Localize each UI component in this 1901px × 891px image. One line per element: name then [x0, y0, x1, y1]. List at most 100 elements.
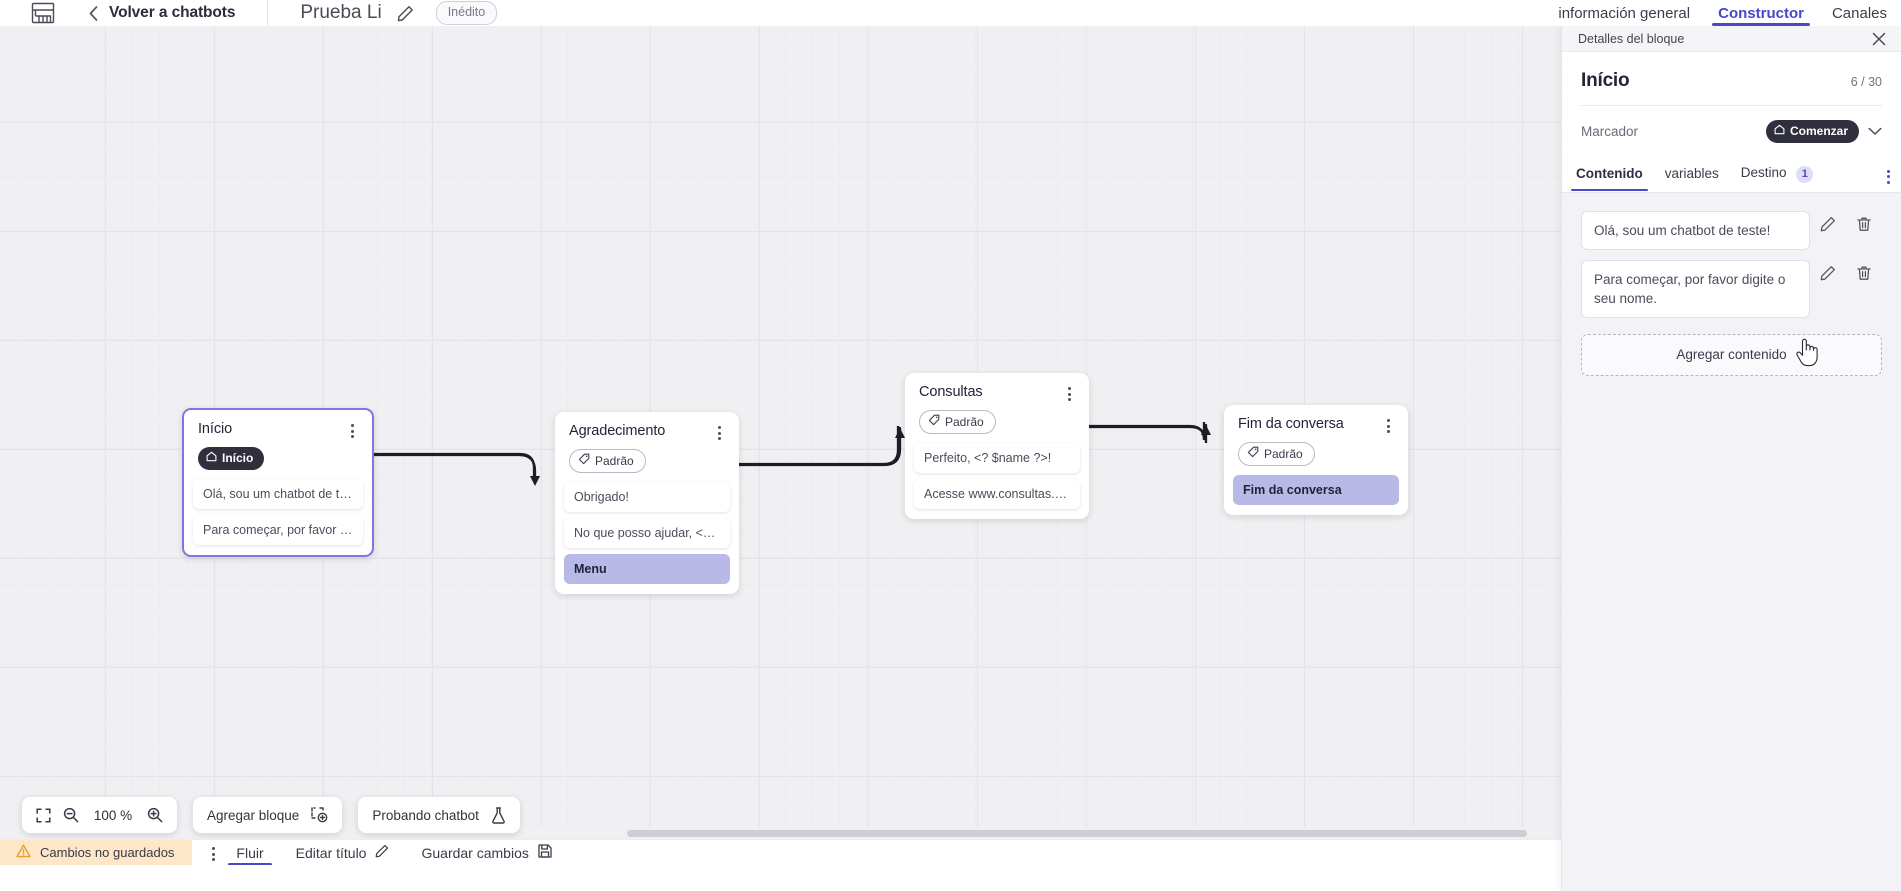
zoom-controls: 100 % [22, 797, 177, 833]
close-icon[interactable] [1872, 32, 1886, 46]
node-badge-label: Padrão [1264, 446, 1303, 461]
status-bar: Cambios no guardados Fluir Editar título… [0, 839, 1561, 865]
node-badge: Padrão [569, 449, 646, 473]
panel-tab-contenido[interactable]: Contenido [1565, 160, 1654, 192]
zoom-in-icon[interactable] [147, 807, 163, 823]
add-block-button[interactable]: Agregar bloque [193, 797, 343, 833]
kebab-menu-icon[interactable] [345, 421, 359, 438]
kebab-menu-icon[interactable] [1381, 416, 1395, 433]
zoom-level: 100 % [93, 807, 133, 823]
add-block-label: Agregar bloque [207, 807, 300, 823]
tag-icon [928, 414, 940, 429]
node-message[interactable]: No que posso ajudar, <? $name ... [564, 518, 730, 548]
flow-node-fim-da-conversa[interactable]: Fim da conversa Padrão Fim da conversa [1224, 405, 1408, 515]
marcador-value-badge[interactable]: Comenzar [1765, 120, 1859, 143]
node-header: Consultas Padrão [905, 373, 1089, 443]
add-content-button[interactable]: Agregar contenido [1581, 333, 1882, 376]
flow-node-consultas[interactable]: Consultas Padrão Perfeito, <? $name ?>! … [905, 373, 1089, 519]
flask-icon [491, 806, 506, 824]
status-tab-fluir[interactable]: Fluir [220, 840, 279, 865]
node-badge: Padrão [919, 410, 996, 434]
tab-constructor[interactable]: Constructor [1704, 0, 1818, 26]
canvas-toolbar: 100 % Agregar bloque Probando chatbot [22, 797, 520, 833]
panel-tab-destino[interactable]: Destino 1 [1730, 159, 1825, 192]
node-message[interactable]: Olá, sou um chatbot de teste! [193, 479, 363, 509]
unsaved-changes-indicator: Cambios no guardados [0, 839, 193, 865]
kebab-menu-icon[interactable] [1062, 384, 1076, 401]
panel-tab-destino-label: Destino [1740, 165, 1787, 180]
panel-block-title: Início [1581, 70, 1630, 91]
tab-informacion-general[interactable]: información general [1558, 5, 1691, 22]
home-icon [1774, 124, 1785, 138]
panel-tab-contenido-label: Contenido [1576, 166, 1643, 182]
node-message-highlighted[interactable]: Fim da conversa [1233, 475, 1399, 505]
node-badge-label: Início [222, 451, 254, 465]
node-header: Fim da conversa Padrão [1224, 405, 1408, 475]
node-messages: Obrigado! No que posso ajudar, <? $name … [555, 482, 739, 594]
content-item-text[interactable]: Olá, sou um chatbot de teste! [1581, 210, 1810, 250]
node-message[interactable]: Perfeito, <? $name ?>! [914, 443, 1080, 473]
trash-icon[interactable] [1846, 216, 1882, 232]
content-item-actions [1810, 211, 1882, 232]
node-messages: Perfeito, <? $name ?>! Acesse www.consul… [905, 443, 1089, 519]
test-chatbot-label: Probando chatbot [372, 807, 479, 823]
trash-icon[interactable] [1846, 265, 1882, 281]
node-messages: Fim da conversa [1224, 475, 1408, 515]
node-badge-label: Padrão [945, 414, 984, 429]
content-item-row: Para começar, por favor digite o seu nom… [1581, 259, 1882, 318]
panel-header: Detalles del bloque [1562, 26, 1901, 52]
content-item-row: Olá, sou um chatbot de teste! [1581, 210, 1882, 250]
flow-node-agradecimento[interactable]: Agradecimento Padrão Obrigado! No que po… [555, 412, 739, 594]
node-messages: Olá, sou um chatbot de teste! Para começ… [184, 479, 372, 555]
node-badge-label: Padrão [595, 453, 634, 468]
pencil-icon [375, 844, 389, 861]
chevron-left-icon[interactable] [86, 3, 100, 23]
node-message[interactable]: Para começar, por favor digite o ... [193, 515, 363, 545]
zoom-out-icon[interactable] [63, 807, 79, 823]
panel-tab-variables-label: variables [1664, 166, 1719, 182]
back-to-chatbots-link[interactable]: Volver a chatbots [109, 4, 236, 21]
node-message-highlighted[interactable]: Menu [564, 554, 730, 584]
content-item-actions [1810, 260, 1882, 281]
kebab-menu-icon[interactable] [206, 844, 220, 861]
node-message[interactable]: Obrigado! [564, 482, 730, 512]
kebab-menu-icon[interactable] [712, 423, 726, 440]
panel-tab-variables[interactable]: variables [1654, 160, 1730, 190]
panel-title-row: Início 6 / 30 [1581, 52, 1882, 105]
save-changes-button[interactable]: Guardar cambios [405, 840, 567, 866]
tag-icon [578, 453, 590, 468]
pencil-icon[interactable] [1810, 265, 1846, 281]
app-logo-icon[interactable] [26, 0, 60, 26]
edit-title-button[interactable]: Editar título [280, 840, 406, 866]
fit-screen-icon[interactable] [36, 807, 51, 823]
marcador-row: Marcador Comenzar [1581, 106, 1882, 159]
top-bar: Volver a chatbots Prueba Li Inédito [0, 0, 1901, 26]
node-badge: Padrão [1238, 442, 1315, 466]
flow-node-inicio[interactable]: Início Início Olá, sou um chatbot de tes… [182, 408, 374, 557]
toolbar-divider [267, 0, 269, 26]
pencil-icon[interactable] [1810, 216, 1846, 232]
kebab-menu-icon[interactable] [1884, 167, 1898, 184]
pencil-icon[interactable] [397, 5, 414, 22]
content-item-text[interactable]: Para começar, por favor digite o seu nom… [1581, 259, 1810, 318]
divider [1581, 105, 1882, 106]
unsaved-changes-label: Cambios no guardados [40, 845, 175, 860]
scrollbar-thumb[interactable] [627, 830, 1527, 837]
node-message[interactable]: Acesse www.consultas.com par... [914, 479, 1080, 509]
node-badge: Início [198, 447, 265, 470]
add-content-label: Agregar contenido [1676, 347, 1787, 363]
tab-canales[interactable]: Canales [1831, 5, 1887, 22]
block-details-panel: Detalles del bloque Início 6 / 30 Marcad… [1561, 26, 1901, 891]
node-title: Fim da conversa [1238, 416, 1344, 432]
panel-body: Início 6 / 30 Marcador Comenzar [1562, 52, 1901, 159]
save-changes-label: Guardar cambios [421, 844, 529, 861]
panel-tabs: Contenido variables Destino 1 [1562, 159, 1901, 193]
node-header: Início Início [184, 410, 372, 479]
test-chatbot-button[interactable]: Probando chatbot [358, 797, 520, 833]
save-icon [538, 844, 552, 861]
flow-connectors [371, 422, 1211, 486]
chevron-down-icon[interactable] [1868, 127, 1882, 136]
panel-content-list: Olá, sou um chatbot de teste! Para começ… [1562, 192, 1901, 891]
flow-canvas[interactable]: Início Início Olá, sou um chatbot de tes… [0, 26, 1561, 865]
status-badge: Inédito [435, 1, 498, 25]
